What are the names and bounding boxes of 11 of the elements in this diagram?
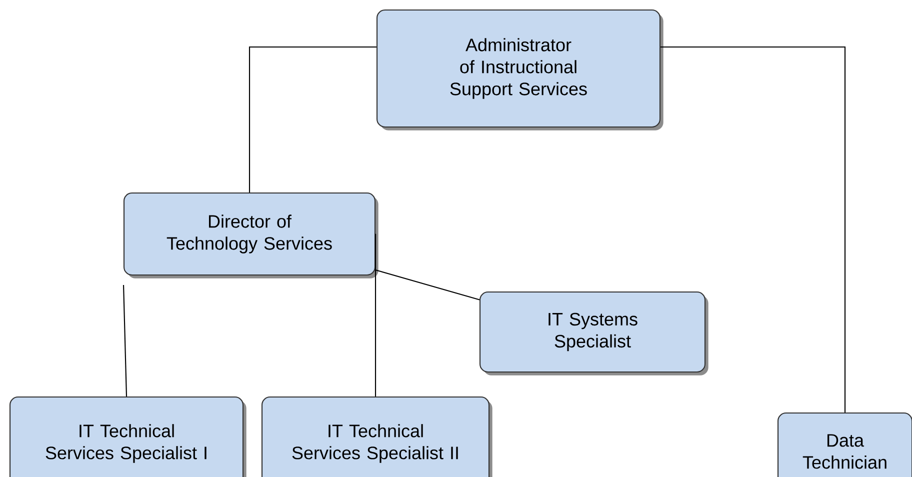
org-box: Director of Technology Services: [123, 192, 378, 278]
org-box: IT Technical Services Specialist I: [9, 396, 246, 477]
connector-line: [374, 233, 376, 396]
org-box: Data Technician: [777, 412, 912, 477]
connector-line: [122, 284, 128, 396]
connector-line: [248, 46, 376, 192]
org-box: IT Systems Specialist: [479, 291, 708, 376]
org-box: Administrator of Instructional Support Services: [376, 9, 664, 130]
connector-line: [660, 46, 846, 412]
connector-line: [375, 269, 480, 300]
org-box: IT Technical Services Specialist II: [261, 396, 492, 477]
